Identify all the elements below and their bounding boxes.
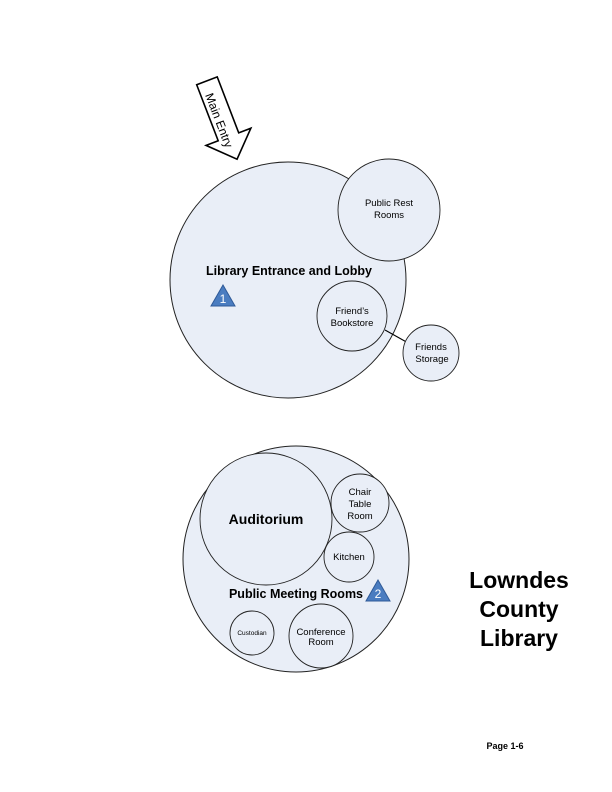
chair-table-room-circle (330, 473, 390, 533)
kitchen-label: Kitchen (333, 552, 365, 563)
title-line-3: Library (480, 625, 558, 651)
zone-2-number: 2 (375, 587, 382, 601)
page-number: Page 1-6 (486, 741, 524, 751)
conference-label-line1: Conference (296, 627, 345, 638)
zone-1-lobby: Public Rest Rooms Friend’s Bookstore Fri… (169, 158, 460, 399)
zone-1-number: 1 (220, 292, 227, 306)
main-entry-arrow: Main Entry (195, 75, 253, 161)
bookstore-circle (316, 280, 388, 352)
title-line-1: Lowndes (469, 567, 569, 593)
chair-table-label-line1: Chair (349, 487, 372, 498)
zone-1-marker (210, 283, 236, 307)
kitchen-circle (323, 531, 375, 583)
restrooms-label-line2: Rooms (374, 210, 404, 221)
custodian-circle (229, 610, 275, 656)
storage-label-line2: Storage (415, 354, 448, 365)
zone-2-marker (365, 578, 391, 602)
library-title: Lowndes County Library (448, 566, 590, 653)
chair-table-label-line2: Table (349, 499, 372, 510)
zone-2-meeting: Auditorium Chair Table Room Kitchen Publ… (182, 445, 410, 673)
auditorium-circle (199, 452, 333, 586)
chair-table-label-line3: Room (347, 511, 372, 522)
auditorium-label: Auditorium (229, 511, 304, 527)
conference-label-line2: Room (308, 637, 333, 648)
conference-room-circle (288, 603, 354, 669)
storage-circle (402, 324, 460, 382)
storage-label-line1: Friends (415, 342, 447, 353)
lobby-label: Library Entrance and Lobby (206, 264, 372, 278)
bookstore-label-line2: Bookstore (331, 318, 374, 329)
restrooms-label-line1: Public Rest (365, 198, 413, 209)
meeting-rooms-label: Public Meeting Rooms (229, 587, 363, 601)
bookstore-label-line1: Friend’s (335, 306, 369, 317)
restrooms-circle (337, 158, 441, 262)
custodian-label: Custodian (237, 630, 267, 637)
title-line-2: County (479, 596, 559, 622)
